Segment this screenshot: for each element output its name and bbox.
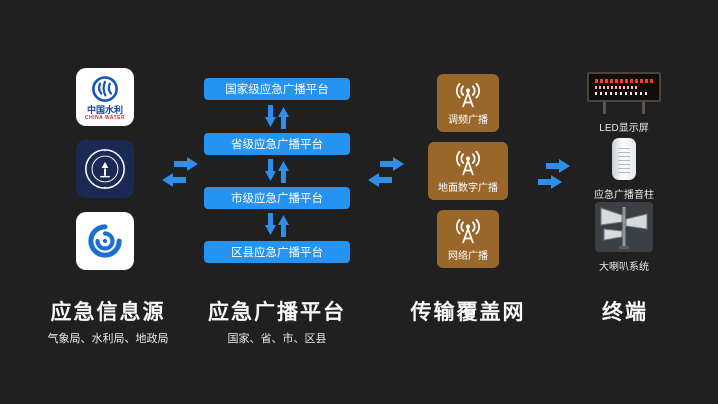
platforms-subtitle: 国家、省、市、区县 — [227, 333, 327, 345]
led-text-row — [595, 92, 649, 95]
sound-column-graphic — [612, 138, 636, 180]
china-water-emblem-icon — [92, 75, 118, 102]
arrow-sources-to-platforms — [162, 157, 198, 187]
broadcast-antenna-icon — [455, 218, 481, 244]
terminal-led-label: LED显示屏 — [599, 123, 649, 134]
platforms-heading: 应急广播平台 — [208, 301, 346, 324]
net-node-terrestrial-label: 地面数字广播 — [438, 183, 498, 194]
terminals-heading: 终端 — [602, 301, 648, 324]
horn-speakers-icon — [600, 207, 648, 249]
sources-subtitle: 气象局、水利局、地政局 — [47, 333, 169, 345]
net-node-fm: 调频广播 — [437, 74, 499, 132]
arrow-network-to-terminals — [538, 159, 570, 189]
water-resources-seal-logo — [76, 140, 134, 198]
platform-provincial-button: 省级应急广播平台 — [204, 133, 350, 155]
china-water-cn-label: 中国水利 — [86, 104, 123, 115]
led-leg — [642, 102, 645, 114]
network-heading: 传输覆盖网 — [410, 301, 526, 324]
broadcast-antenna-icon — [455, 150, 481, 176]
net-node-internet: 网络广播 — [437, 210, 499, 268]
china-water-en-label: CHINA WATER — [84, 114, 126, 121]
net-node-internet-label: 网络广播 — [448, 251, 488, 262]
china-meteorological-logo — [76, 212, 134, 270]
arrow-national-provincial — [265, 105, 289, 129]
arrow-provincial-municipal — [265, 159, 289, 183]
net-node-fm-label: 调频广播 — [448, 115, 488, 126]
sources-heading: 应急信息源 — [50, 301, 166, 324]
china-water-logo: 中国水利 CHINA WATER — [76, 68, 134, 126]
terminal-horn-label: 大喇叭系统 — [599, 262, 649, 273]
speaker-grille — [618, 145, 630, 173]
led-screen — [587, 72, 661, 102]
platform-county-button: 区县应急广播平台 — [204, 241, 350, 263]
seal-emblem-icon — [85, 149, 125, 189]
arrow-municipal-county — [265, 213, 289, 237]
led-display-graphic — [587, 72, 661, 116]
led-text-row — [595, 86, 637, 89]
platform-municipal-button: 市级应急广播平台 — [204, 187, 350, 209]
led-text-row — [595, 79, 653, 83]
horn-speaker-graphic — [595, 202, 653, 252]
broadcast-antenna-icon — [455, 82, 481, 108]
led-leg — [603, 102, 606, 114]
platform-national-button: 国家级应急广播平台 — [204, 78, 350, 100]
terminal-sound-column-label: 应急广播音柱 — [594, 190, 654, 201]
arrow-platforms-to-network — [368, 157, 404, 187]
net-node-terrestrial-digital: 地面数字广播 — [428, 142, 508, 200]
cma-swirl-icon — [88, 224, 122, 258]
